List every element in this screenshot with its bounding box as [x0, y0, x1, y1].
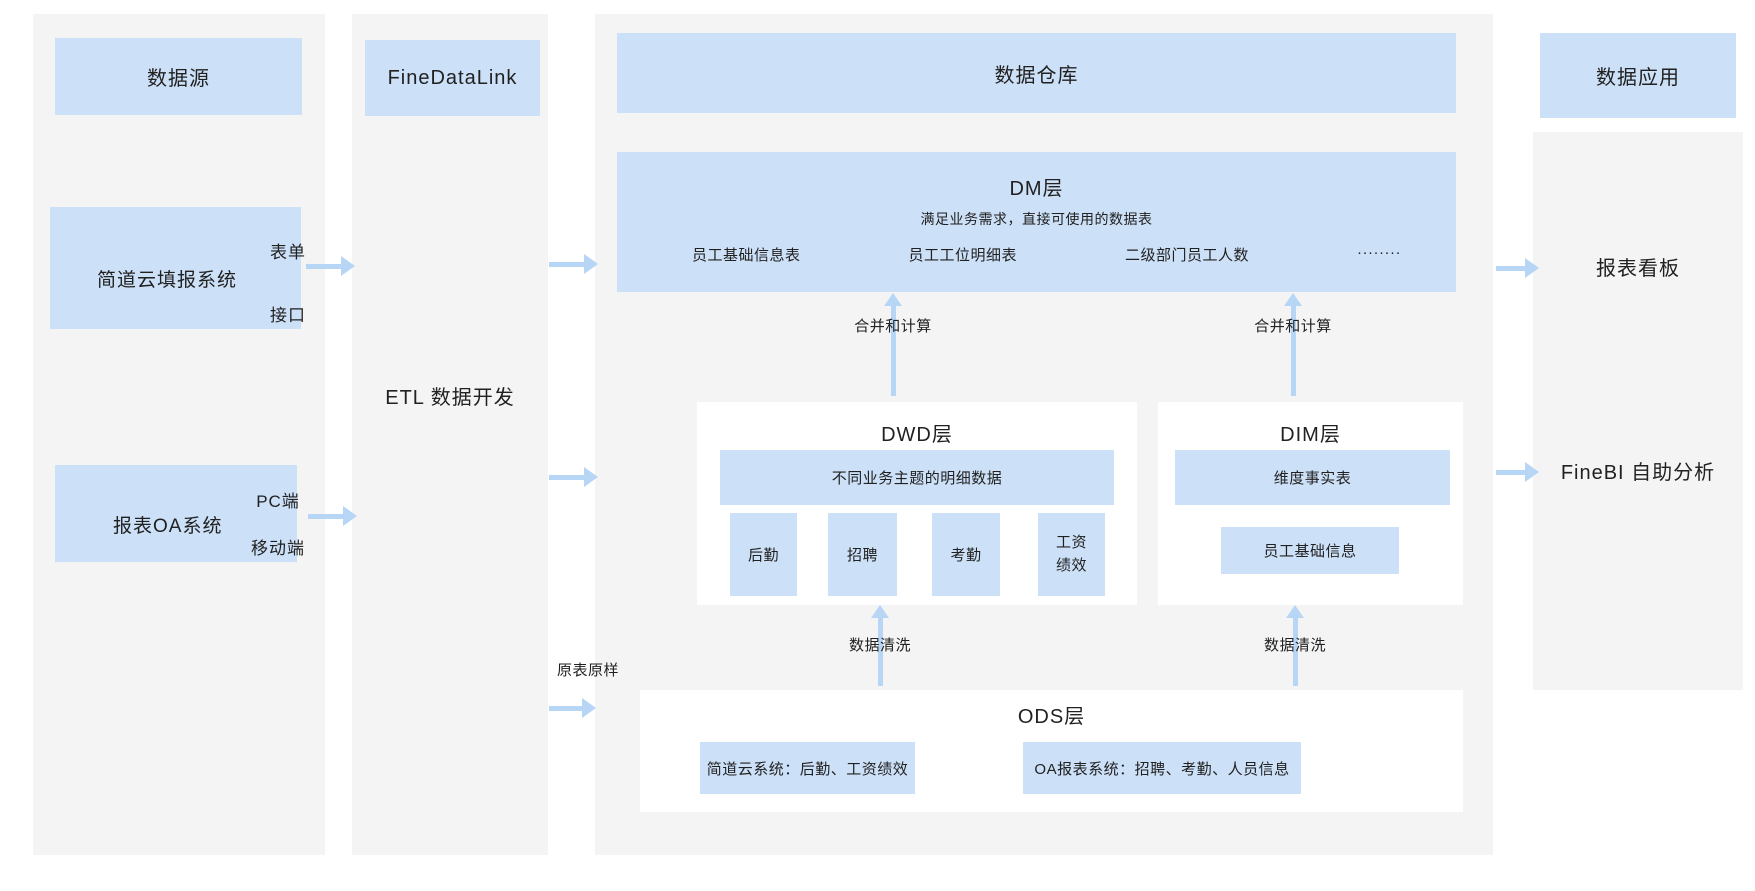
jiandaoyun-system-name: 简道云填报系统 [97, 270, 238, 291]
arrow-up-dwd-to-dm [884, 293, 902, 396]
merge-calc-label-left: 合并和计算 [854, 318, 932, 335]
dwd-summary-bar: 不同业务主题的明细数据 [720, 450, 1114, 505]
box-oa-system [55, 465, 297, 562]
app-report-dashboard: 报表看板 [1596, 258, 1680, 280]
dim-table-employee-base: 员工基础信息 [1221, 527, 1399, 574]
arrow-warehouse-to-report [1496, 258, 1539, 278]
oa-channel-pc: PC端 [256, 492, 300, 511]
arrow-warehouse-to-finebi [1496, 462, 1539, 482]
arrow-up-ods-to-dim [1286, 605, 1304, 686]
dim-summary: 维度事实表 [1273, 470, 1352, 487]
dm-layer-subtitle: 满足业务需求，直接可使用的数据表 [920, 211, 1153, 227]
arrow-etl-to-dwd [549, 467, 598, 487]
box-finedatalink: FineDataLink [365, 40, 540, 116]
dwd-topic-label: 考勤 [950, 547, 982, 564]
data-source-title: 数据源 [147, 68, 210, 90]
panel-warehouse: 数据仓库 DM层 满足业务需求，直接可使用的数据表 员工基础信息表 员工工位明细… [595, 14, 1493, 855]
arrow-etl-to-ods [549, 698, 596, 718]
box-jiandaoyun-system [50, 207, 301, 329]
dwd-topic-recruiting: 招聘 [828, 513, 897, 596]
data-application-title: 数据应用 [1596, 67, 1680, 89]
box-data-application-title: 数据应用 [1540, 33, 1736, 118]
etl-development-label: ETL 数据开发 [385, 387, 515, 409]
box-dm-layer [617, 152, 1456, 292]
finedatalink-label: FineDataLink [387, 66, 518, 89]
arrow-oa-to-etl [308, 506, 357, 526]
arrow-etl-to-dm [549, 254, 598, 274]
warehouse-title: 数据仓库 [994, 64, 1079, 87]
dm-layer-title: DM层 [1009, 178, 1064, 200]
dwd-summary: 不同业务主题的明细数据 [831, 470, 1003, 487]
box-dim-layer: DIM层 维度事实表 员工基础信息 [1158, 402, 1463, 605]
dim-table-label: 员工基础信息 [1263, 543, 1357, 560]
dm-table-more-dots: ········ [1357, 244, 1401, 261]
ods-source-label: 简道云系统：后勤、工资绩效 [706, 760, 909, 778]
oa-channel-mobile: 移动端 [251, 539, 305, 558]
arrow-jiandaoyun-to-etl [306, 256, 355, 276]
ods-source-label: OA报表系统：招聘、考勤、人员信息 [1034, 760, 1290, 778]
dm-table-dept-headcount: 二级部门员工人数 [1125, 247, 1250, 264]
clean-label-left: 数据清洗 [848, 637, 911, 654]
jiandaoyun-channel-api: 接口 [270, 306, 306, 325]
dwd-topic-label: 招聘 [846, 547, 878, 564]
dim-layer-title: DIM层 [1280, 424, 1341, 446]
arrow-up-ods-to-dwd [871, 605, 889, 686]
dwd-topic-logistics: 后勤 [730, 513, 797, 596]
dwd-topic-attendance: 考勤 [932, 513, 1000, 596]
dwd-topic-label: 后勤 [747, 547, 779, 564]
dwd-layer-title: DWD层 [881, 424, 953, 446]
dim-summary-bar: 维度事实表 [1175, 450, 1450, 505]
dm-table-workstation-detail: 员工工位明细表 [908, 247, 1018, 264]
raw-copy-label: 原表原样 [556, 662, 619, 679]
merge-calc-label-right: 合并和计算 [1254, 318, 1332, 335]
panel-etl: FineDataLink ETL 数据开发 [352, 14, 548, 855]
box-dwd-layer: DWD层 不同业务主题的明细数据 后勤 招聘 考勤 工资绩效 [697, 402, 1137, 605]
dm-layer-tables: 员工基础信息表 员工工位明细表 二级部门员工人数 ········ [617, 244, 1456, 265]
ods-layer-title: ODS层 [1017, 706, 1086, 728]
box-data-source-title: 数据源 [55, 38, 302, 115]
box-warehouse-title: 数据仓库 [617, 33, 1456, 113]
clean-label-right: 数据清洗 [1263, 637, 1326, 654]
ods-source-jiandaoyun: 简道云系统：后勤、工资绩效 [700, 742, 915, 794]
dwd-topic-label: 工资绩效 [1055, 534, 1087, 574]
box-ods-layer: ODS层 简道云系统：后勤、工资绩效 OA报表系统：招聘、考勤、人员信息 [640, 690, 1463, 812]
dm-table-employee-base: 员工基础信息表 [692, 247, 801, 264]
oa-system-name: 报表OA系统 [113, 516, 223, 537]
panel-data-sources: 数据源 简道云填报系统 表单 接口 报表OA系统 PC端 移动端 [33, 14, 325, 855]
arrow-up-dim-to-dm [1284, 293, 1302, 396]
dwd-topic-payroll: 工资绩效 [1038, 513, 1105, 596]
jiandaoyun-channel-form: 表单 [270, 243, 306, 262]
app-finebi-analysis: FineBI 自助分析 [1560, 462, 1716, 484]
ods-source-oa: OA报表系统：招聘、考勤、人员信息 [1023, 742, 1301, 794]
panel-applications: 报表看板 FineBI 自助分析 [1533, 132, 1743, 690]
